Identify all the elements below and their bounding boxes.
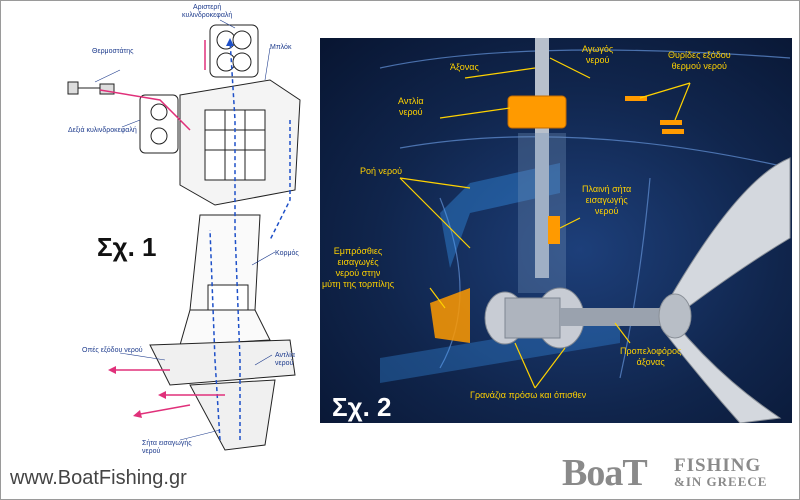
lower-unit	[149, 339, 296, 451]
left-cylinder-head	[209, 24, 259, 78]
figure-1-label: Σχ. 1	[97, 232, 157, 262]
label-front-intakes: Εμπρόσθιες εισαγωγές νερού στην μύτη της…	[322, 246, 395, 289]
label-gears: Γρανάζια πρόσω και όπισθεν	[470, 390, 587, 400]
label-prop-shaft: Προπελοφόρος άξονας	[620, 346, 682, 367]
label-side-intake: Πλαινή σήτα εισαγωγής νερού	[582, 184, 632, 216]
cutaway-render-panel: Άξονας Αγωγός νερού Θυρίδες εξόδου θερμο…	[320, 38, 792, 423]
website-url: www.BoatFishing.gr	[10, 467, 187, 489]
exploded-cooling-diagram: Αριστερή κυλινδροκεφαλή Μπλόκ Θερμοστάτη…	[40, 0, 330, 460]
label-intake-screen: Σήτα εισαγωγής νερού	[142, 440, 192, 455]
brand-ingreece-text: &IN GREECE	[674, 474, 768, 489]
label-outlet-holes: Οπές εξόδου νερού	[82, 347, 143, 354]
label-shaft: Άξονας	[450, 62, 479, 72]
label-body: Κορμός	[275, 250, 299, 257]
brand-boat-text: BoaT	[562, 452, 648, 494]
right-cylinder-head	[139, 94, 179, 154]
thermostat-part	[67, 81, 115, 95]
label-block: Μπλόκ	[270, 44, 292, 51]
figure-2-label: Σχ. 2	[332, 392, 392, 422]
exploded-engine-drawing	[67, 19, 301, 451]
brand-fishing-text: FISHING	[674, 455, 762, 476]
label-right-cylinder-head: Δεξιά κυλινδροκεφαλή	[68, 127, 137, 134]
propeller	[658, 157, 791, 423]
cutaway-drawing	[379, 38, 791, 423]
label-thermal-ports: Θυρίδες εξόδου θερμού νερού	[668, 50, 731, 71]
label-water-conduit: Αγωγός νερού	[582, 44, 614, 65]
midsection-body	[179, 214, 271, 346]
label-thermostat: Θερμοστάτης	[92, 48, 134, 55]
label-water-pump: Αντλία νερού	[275, 352, 295, 367]
water-pump-part	[507, 95, 567, 129]
label-water-pump: Αντλία νερού	[398, 96, 424, 117]
engine-block	[179, 79, 301, 206]
label-water-flow: Ροή νερού	[360, 166, 403, 176]
label-left-cylinder-head: Αριστερή κυλινδροκεφαλή	[182, 4, 233, 19]
brand-logo: BoaT FISHING &IN GREECE	[562, 452, 794, 495]
